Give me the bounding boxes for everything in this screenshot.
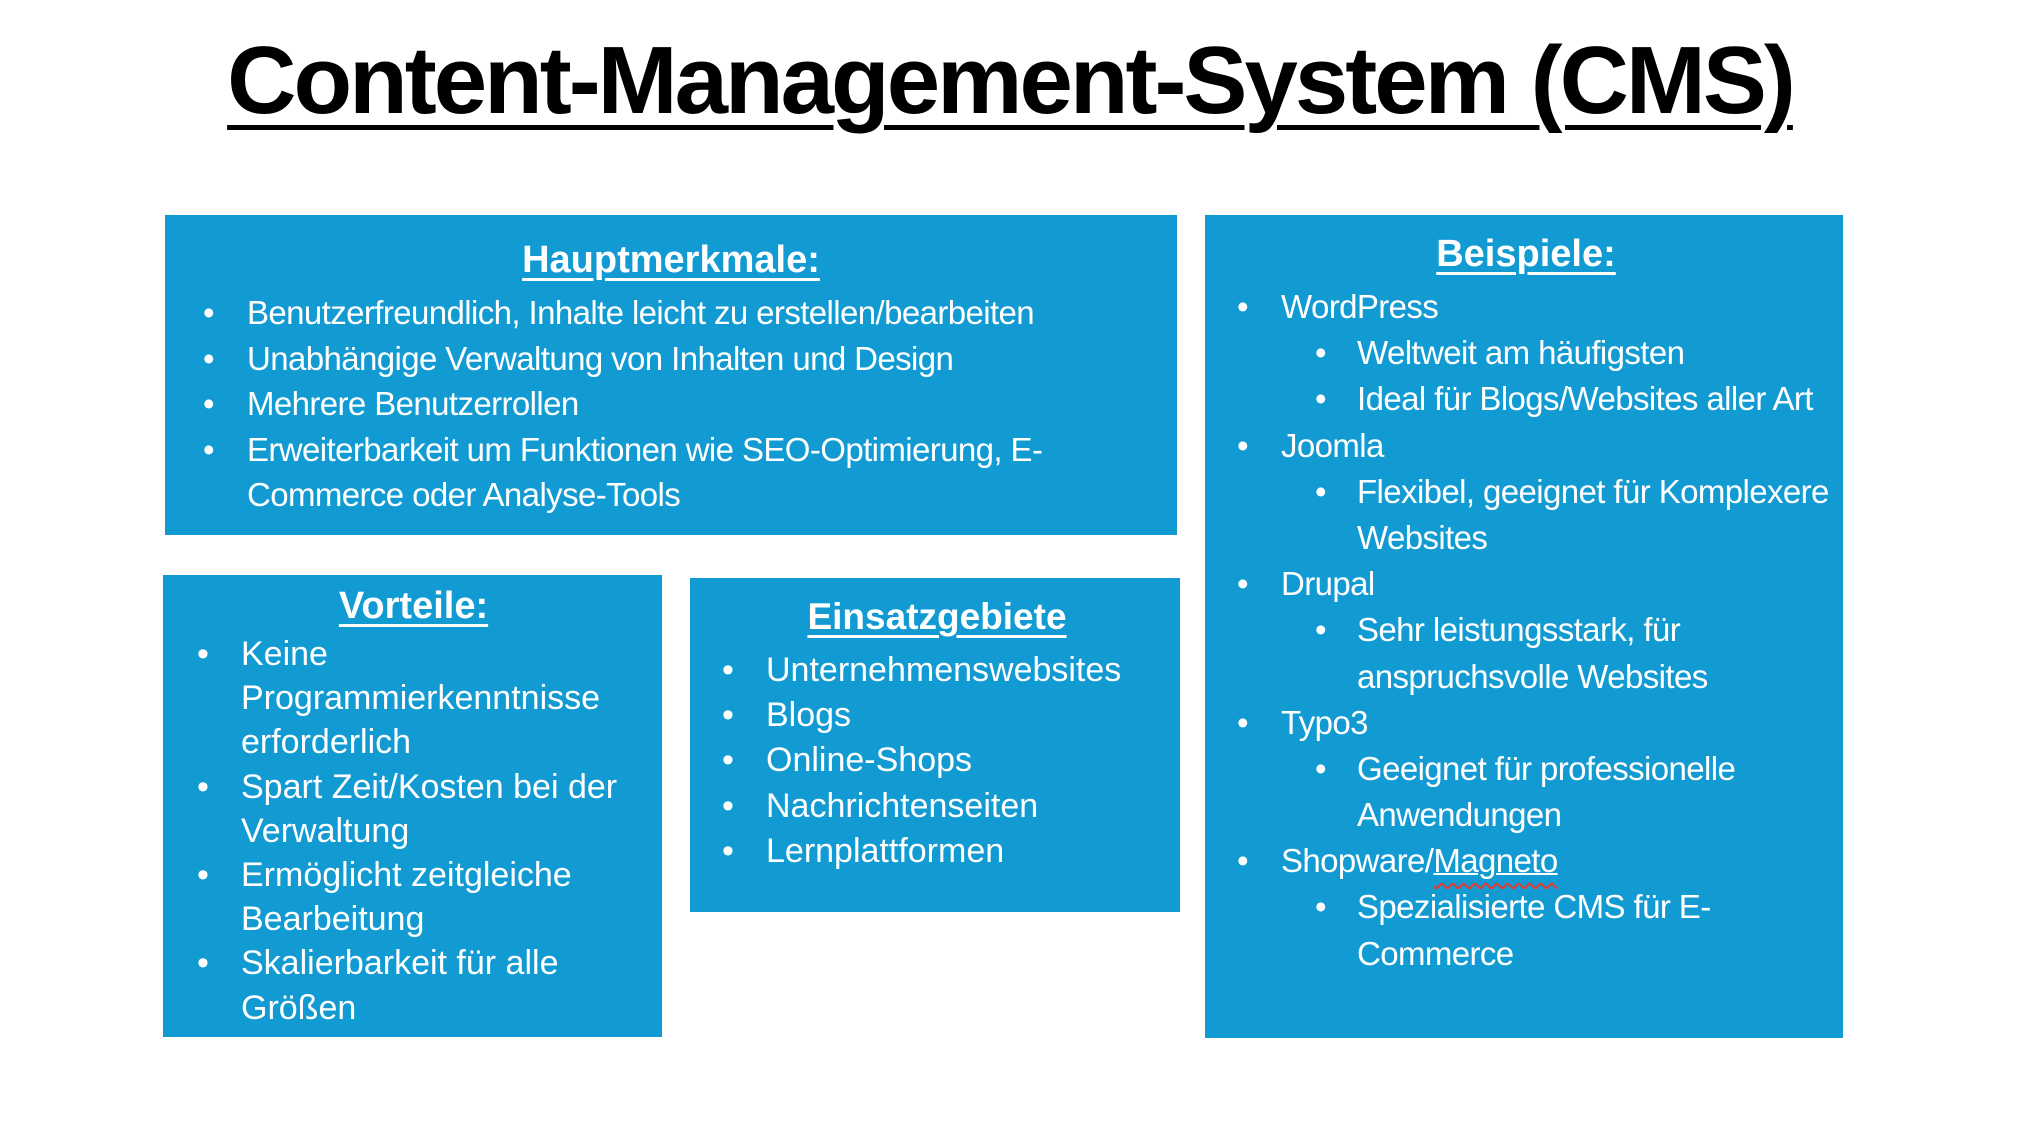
list-item: Sehr leistungsstark, für anspruchsvolle … bbox=[1219, 607, 1833, 699]
vorteile-box: Vorteile: Keine Programmierkenntnisse er… bbox=[163, 575, 662, 1037]
list-item: Erweiterbarkeit um Funktionen wie SEO-Op… bbox=[185, 427, 1065, 518]
list-item: Benutzerfreundlich, Inhalte leicht zu er… bbox=[185, 290, 1157, 336]
vorteile-heading: Vorteile: bbox=[338, 585, 489, 627]
list-item: Drupal bbox=[1219, 561, 1833, 607]
page-title-text: Content-Management-System (CMS) bbox=[227, 27, 1796, 134]
list-item: Skalierbarkeit für alle Größen bbox=[179, 941, 648, 1029]
spellcheck-underlined-word: Magneto bbox=[1433, 842, 1558, 880]
list-item: Keine Programmierkenntnisse erforderlich bbox=[179, 632, 648, 765]
list-item: Unternehmenswebsites bbox=[704, 648, 1170, 693]
beispiele-list: WordPress Weltweit am häufigsten Ideal f… bbox=[1219, 284, 1833, 977]
beispiele-box: Beispiele: WordPress Weltweit am häufigs… bbox=[1205, 215, 1843, 1038]
list-item: WordPress bbox=[1219, 284, 1833, 330]
list-item: Blogs bbox=[704, 693, 1170, 738]
page-title: Content-Management-System (CMS) bbox=[0, 26, 2020, 136]
list-item: Joomla bbox=[1219, 423, 1833, 469]
einsatzgebiete-list: Unternehmenswebsites Blogs Online-Shops … bbox=[704, 648, 1170, 874]
list-item: Ideal für Blogs/Websites aller Art bbox=[1219, 376, 1833, 422]
list-item: Spart Zeit/Kosten bei der Verwaltung bbox=[179, 765, 648, 853]
list-item: Flexibel, geeignet für Komplexere Websit… bbox=[1219, 469, 1833, 561]
list-item-text: Shopware/ bbox=[1281, 842, 1434, 880]
list-item: Mehrere Benutzerrollen bbox=[185, 381, 1157, 427]
list-item: Geeignet für professionelle Anwendungen bbox=[1219, 746, 1833, 838]
hauptmerkmale-list: Benutzerfreundlich, Inhalte leicht zu er… bbox=[185, 290, 1157, 518]
vorteile-list: Keine Programmierkenntnisse erforderlich… bbox=[179, 632, 648, 1030]
hauptmerkmale-box: Hauptmerkmale: Benutzerfreundlich, Inhal… bbox=[165, 215, 1177, 535]
beispiele-heading: Beispiele: bbox=[1436, 233, 1616, 275]
list-item: Ermöglicht zeitgleiche Bearbeitung bbox=[179, 853, 648, 941]
hauptmerkmale-heading: Hauptmerkmale: bbox=[522, 239, 820, 281]
list-item: Nachrichtenseiten bbox=[704, 784, 1170, 829]
list-item: Spezialisierte CMS für E-Commerce bbox=[1219, 884, 1833, 976]
list-item: Typo3 bbox=[1219, 700, 1833, 746]
einsatzgebiete-heading: Einsatzgebiete bbox=[807, 596, 1067, 637]
einsatzgebiete-box: Einsatzgebiete Unternehmenswebsites Blog… bbox=[690, 578, 1180, 912]
list-item: Shopware/Magneto bbox=[1219, 838, 1833, 884]
list-item: Lernplattformen bbox=[704, 829, 1170, 874]
list-item: Unabhängige Verwaltung von Inhalten und … bbox=[185, 336, 1157, 382]
list-item: Online-Shops bbox=[704, 738, 1170, 783]
list-item: Weltweit am häufigsten bbox=[1219, 330, 1833, 376]
